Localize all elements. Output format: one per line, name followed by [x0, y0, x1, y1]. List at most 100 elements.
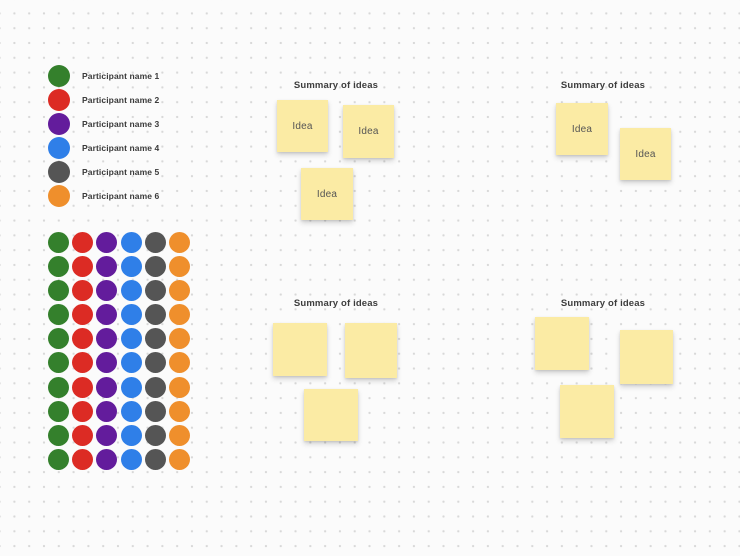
participant-dot-icon[interactable]	[96, 256, 118, 278]
participant-dot-icon[interactable]	[120, 328, 142, 350]
group-title: Summary of ideas	[293, 298, 379, 309]
participant-dot-icon[interactable]	[48, 448, 69, 470]
circle-swatch-icon	[48, 89, 70, 111]
participant-dot-icon[interactable]	[72, 256, 94, 278]
participant-dot-icon[interactable]	[168, 280, 190, 302]
participant-dot-icon[interactable]	[168, 232, 190, 253]
participant-dot-icon[interactable]	[120, 376, 142, 398]
participant-dot-icon[interactable]	[96, 352, 118, 374]
circle-swatch-icon	[48, 185, 70, 207]
participant-dot-icon[interactable]	[120, 448, 142, 470]
participant-dot-icon[interactable]	[120, 256, 142, 278]
legend-item[interactable]: Participant name 2	[48, 88, 248, 112]
legend-item[interactable]: Participant name 3	[48, 112, 248, 136]
participant-dot-icon[interactable]	[96, 400, 118, 422]
participant-dot-icon[interactable]	[96, 328, 118, 350]
participant-dot-icon[interactable]	[48, 352, 69, 374]
dot-matrix-row	[48, 448, 193, 473]
sticky-note-text: Idea	[292, 120, 313, 132]
legend-item[interactable]: Participant name 1	[48, 64, 248, 88]
participant-dot-icon[interactable]	[96, 448, 118, 470]
sticky-note[interactable]: Idea	[556, 103, 608, 155]
participant-dot-icon[interactable]	[168, 328, 190, 350]
sticky-note[interactable]	[304, 389, 358, 441]
participant-dot-icon[interactable]	[72, 304, 94, 326]
participant-dot-icon[interactable]	[144, 376, 166, 398]
participant-dot-icon[interactable]	[168, 376, 190, 398]
participant-dot-icon[interactable]	[48, 304, 69, 326]
participant-dot-icon[interactable]	[144, 280, 166, 302]
participant-dot-icon[interactable]	[144, 352, 166, 374]
participant-dot-icon[interactable]	[168, 448, 190, 470]
participant-dot-icon[interactable]	[120, 352, 142, 374]
participant-dot-icon[interactable]	[120, 232, 142, 253]
sticky-note[interactable]	[273, 323, 327, 376]
participant-dot-icon[interactable]	[168, 304, 190, 326]
sticky-note[interactable]	[560, 385, 614, 438]
legend-item-label: Participant name 5	[82, 167, 160, 177]
sticky-note-text: Idea	[316, 188, 338, 200]
dot-matrix-row	[48, 328, 193, 352]
sticky-note[interactable]	[535, 317, 589, 370]
participant-dot-icon[interactable]	[72, 328, 94, 350]
circle-swatch-icon	[48, 161, 70, 183]
sticky-note[interactable]	[620, 330, 673, 384]
participant-dot-icon[interactable]	[48, 400, 69, 422]
participant-dot-icon[interactable]	[144, 424, 166, 446]
participant-dot-matrix	[48, 232, 193, 473]
participant-dot-icon[interactable]	[48, 328, 69, 350]
participant-dot-icon[interactable]	[72, 376, 94, 398]
legend-item-label: Participant name 6	[82, 191, 160, 201]
sticky-note[interactable]: Idea	[343, 105, 394, 158]
participant-dot-icon[interactable]	[96, 376, 118, 398]
participant-dot-icon[interactable]	[168, 424, 190, 446]
participant-dot-icon[interactable]	[120, 424, 142, 446]
participant-dot-icon[interactable]	[168, 352, 190, 374]
sticky-note[interactable]	[345, 323, 397, 378]
participant-dot-icon[interactable]	[72, 280, 94, 302]
participant-dot-icon[interactable]	[48, 280, 69, 302]
circle-swatch-icon	[48, 113, 70, 135]
participant-dot-icon[interactable]	[72, 352, 94, 374]
dot-matrix-row	[48, 232, 193, 256]
participant-dot-icon[interactable]	[144, 400, 166, 422]
participant-dot-icon[interactable]	[72, 448, 94, 470]
participant-dot-icon[interactable]	[96, 424, 118, 446]
participant-dot-icon[interactable]	[144, 328, 166, 350]
participant-dot-icon[interactable]	[48, 376, 69, 398]
group-title: Summary of ideas	[293, 80, 379, 91]
participant-dot-icon[interactable]	[96, 232, 118, 253]
legend-item[interactable]: Participant name 4	[48, 136, 248, 160]
participant-dot-icon[interactable]	[96, 280, 118, 302]
dot-matrix-row	[48, 376, 193, 401]
sticky-note[interactable]: Idea	[620, 128, 671, 180]
participant-dot-icon[interactable]	[72, 424, 94, 446]
legend-item[interactable]: Participant name 6	[48, 184, 248, 208]
participant-dot-icon[interactable]	[72, 232, 94, 253]
participant-dot-icon[interactable]	[144, 232, 166, 253]
legend-item[interactable]: Participant name 5	[48, 160, 248, 184]
dot-matrix-row	[48, 304, 193, 328]
legend-item-label: Participant name 4	[82, 143, 160, 153]
circle-swatch-icon	[48, 137, 70, 159]
participant-dot-icon[interactable]	[168, 256, 190, 278]
participant-dot-icon[interactable]	[144, 304, 166, 326]
legend-item-label: Participant name 2	[82, 95, 160, 105]
participant-dot-icon[interactable]	[120, 400, 142, 422]
participant-dot-icon[interactable]	[72, 400, 94, 422]
participant-dot-icon[interactable]	[48, 256, 69, 278]
sticky-note[interactable]: Idea	[301, 168, 353, 220]
participant-dot-icon[interactable]	[48, 232, 69, 253]
participant-dot-icon[interactable]	[144, 256, 166, 278]
participant-dot-icon[interactable]	[96, 304, 118, 326]
participant-dot-icon[interactable]	[168, 400, 190, 422]
participant-dot-icon[interactable]	[48, 424, 69, 446]
participant-dot-icon[interactable]	[144, 448, 166, 470]
group-title: Summary of ideas	[560, 80, 646, 91]
participant-dot-icon[interactable]	[120, 304, 142, 326]
participant-dot-icon[interactable]	[120, 280, 142, 302]
dot-matrix-row	[48, 400, 193, 425]
circle-swatch-icon	[48, 65, 70, 87]
sticky-note[interactable]: Idea	[277, 100, 328, 152]
